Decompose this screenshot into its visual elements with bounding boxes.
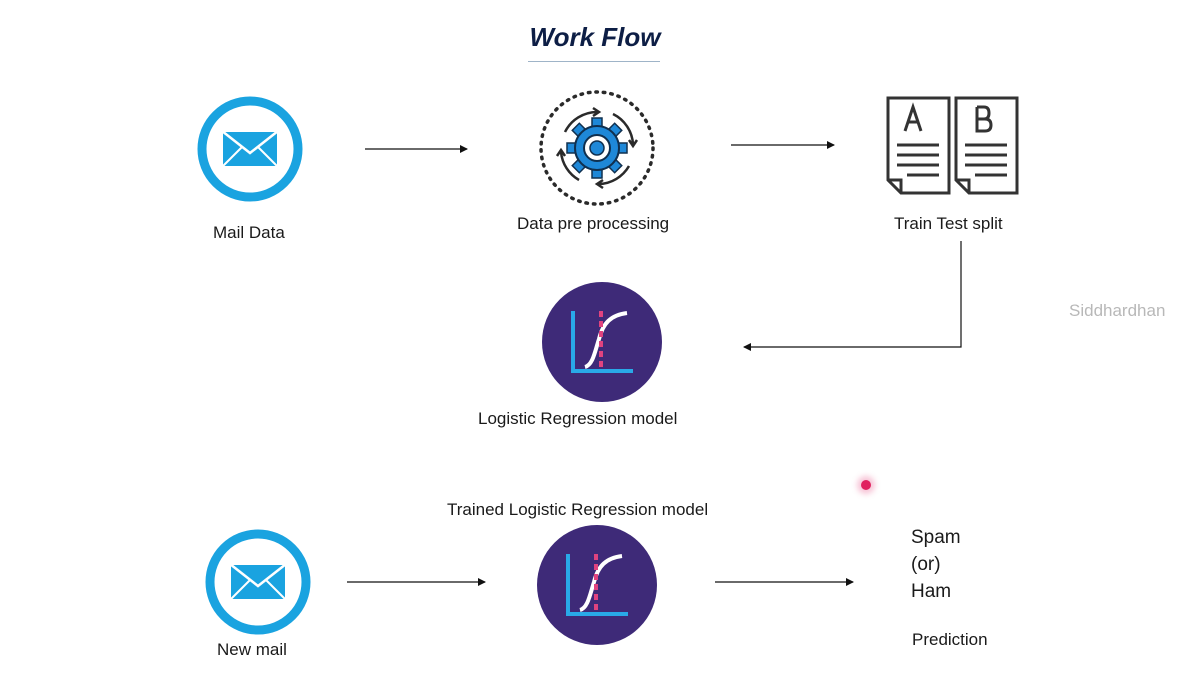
title-underline (528, 61, 660, 62)
trained-model-label: Trained Logistic Regression model (447, 500, 709, 519)
logistic-curve-icon (541, 281, 663, 403)
prediction-label: Prediction (912, 630, 988, 649)
envelope-icon (204, 528, 312, 636)
watermark-text: Siddhardhan (1069, 301, 1166, 320)
output-ham: Ham (911, 581, 952, 602)
model-label: Logistic Regression model (478, 409, 678, 428)
documents-ab-icon (885, 95, 1020, 197)
new-mail-label: New mail (217, 640, 287, 659)
gear-cycle-icon (537, 88, 657, 208)
preprocessing-label: Data pre processing (517, 214, 670, 233)
mail-data-label: Mail Data (213, 223, 285, 242)
diagram-title: Work Flow (529, 22, 661, 52)
arrow-split-to-model (743, 241, 962, 351)
logistic-curve-icon (536, 524, 658, 646)
highlight-dot (861, 480, 871, 490)
output-spam: Spam (911, 527, 961, 548)
envelope-icon (196, 95, 304, 203)
output-or: (or) (911, 554, 941, 575)
split-label: Train Test split (894, 214, 1003, 233)
